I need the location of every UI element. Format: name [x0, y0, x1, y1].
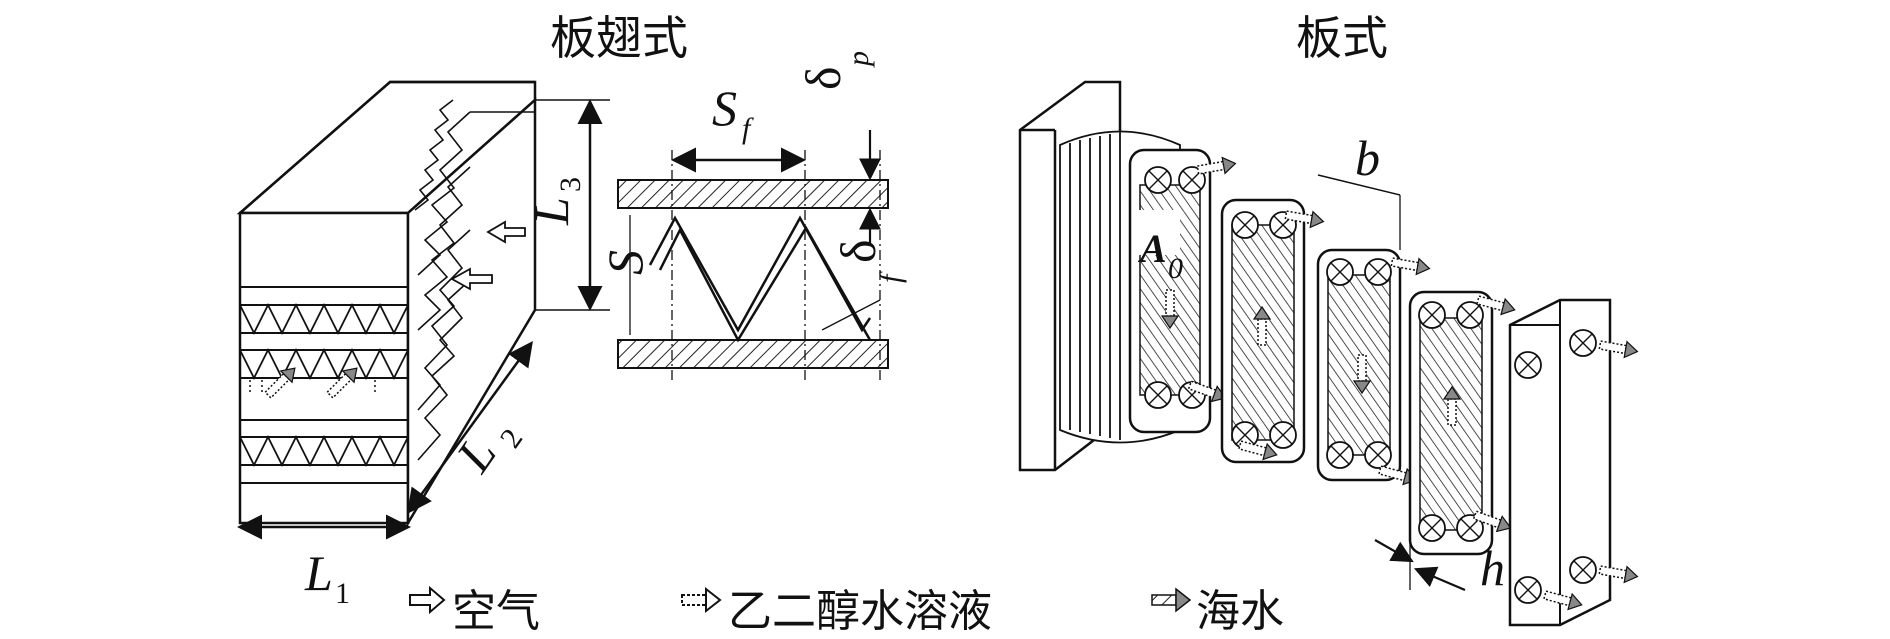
hatched-arrow-icon [1151, 587, 1192, 613]
symbol-a0-base: A [1137, 226, 1167, 271]
symbol-l3-sub: 3 [554, 177, 587, 192]
plate-1 [1128, 148, 1238, 434]
symbol-delta-p-base: δ [795, 66, 851, 90]
end-pressure-plate [1508, 298, 1640, 627]
dim-h-arrow-right [1413, 566, 1466, 592]
legend-label-seawater: 海水 [1196, 586, 1284, 637]
symbol-l2-sub: 2 [494, 423, 530, 454]
symbol-l1-base: L [304, 545, 333, 601]
dashed-arrow-icon [681, 586, 722, 614]
heading-plate: 板式 [1296, 11, 1388, 65]
symbol-l3-base: L [523, 197, 579, 226]
fin-detail [617, 150, 889, 380]
symbol-delta-p-sub: p [842, 51, 875, 68]
legend-label-air: 空气 [452, 586, 540, 637]
front-face-layers [239, 286, 409, 484]
symbol-l1-sub: 1 [335, 577, 350, 610]
symbol-b: b [1355, 130, 1380, 186]
symbol-delta-f-base: δ [830, 239, 886, 263]
side-air-arrows [450, 220, 526, 291]
dim-b-line [1317, 174, 1401, 196]
legend-label-glycol: 乙二醇水溶液 [728, 586, 992, 637]
symbol-a0-sub: 0 [1168, 252, 1183, 285]
plate-2 [1220, 198, 1326, 464]
symbol-s: S [597, 250, 653, 275]
plate-3 [1316, 248, 1432, 489]
dim-delta-f-leader [821, 299, 881, 331]
dim-h-arrow-left [1374, 539, 1414, 563]
dim-l2-line [407, 340, 533, 515]
symbol-delta-f-sub: f [874, 271, 907, 283]
symbol-sf-sub: f [742, 112, 754, 145]
hollow-arrow-icon [409, 585, 446, 615]
symbol-sf-base: S [712, 80, 737, 136]
symbol-h: h [1480, 540, 1505, 596]
heading-plate-fin: 板翅式 [550, 11, 688, 65]
plate-4 [1408, 290, 1518, 556]
